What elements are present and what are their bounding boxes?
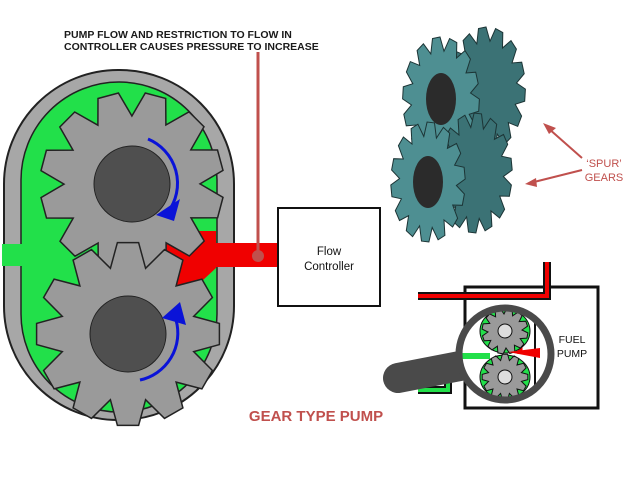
upper-gear-hub bbox=[93, 145, 171, 223]
spur-pointers bbox=[525, 123, 583, 187]
fuel-pump-label-1: FUEL bbox=[559, 334, 586, 346]
flow-controller-label-2: Controller bbox=[304, 261, 354, 273]
spur-upper-bore bbox=[426, 73, 456, 125]
caption-line-1: PUMP FLOW AND RESTRICTION TO FLOW IN bbox=[64, 29, 292, 41]
diagram-title: GEAR TYPE PUMP bbox=[249, 408, 383, 425]
lower-gear-hub bbox=[89, 295, 167, 373]
outlet-pipe bbox=[214, 243, 279, 267]
lower-rotation-arrow bbox=[139, 302, 186, 382]
magnifier-handle bbox=[383, 351, 475, 393]
upper-rotation-arrow bbox=[147, 137, 180, 221]
spur-label-2: GEARS bbox=[585, 172, 624, 184]
caption-pointer bbox=[252, 52, 264, 262]
caption-line-2: CONTROLLER CAUSES PRESSURE TO INCREASE bbox=[64, 41, 319, 53]
spur-lower-bore bbox=[413, 156, 443, 208]
inlet-port bbox=[2, 244, 24, 266]
flow-controller-box: Flow Controller bbox=[277, 207, 381, 307]
spur-gears-illustration bbox=[390, 26, 526, 243]
flow-controller-label-1: Flow bbox=[317, 246, 342, 258]
fuel-pump-label-2: PUMP bbox=[557, 348, 587, 360]
magnifier-lens-rim bbox=[455, 304, 555, 404]
spur-label-1: ‘SPUR’ bbox=[586, 158, 621, 170]
